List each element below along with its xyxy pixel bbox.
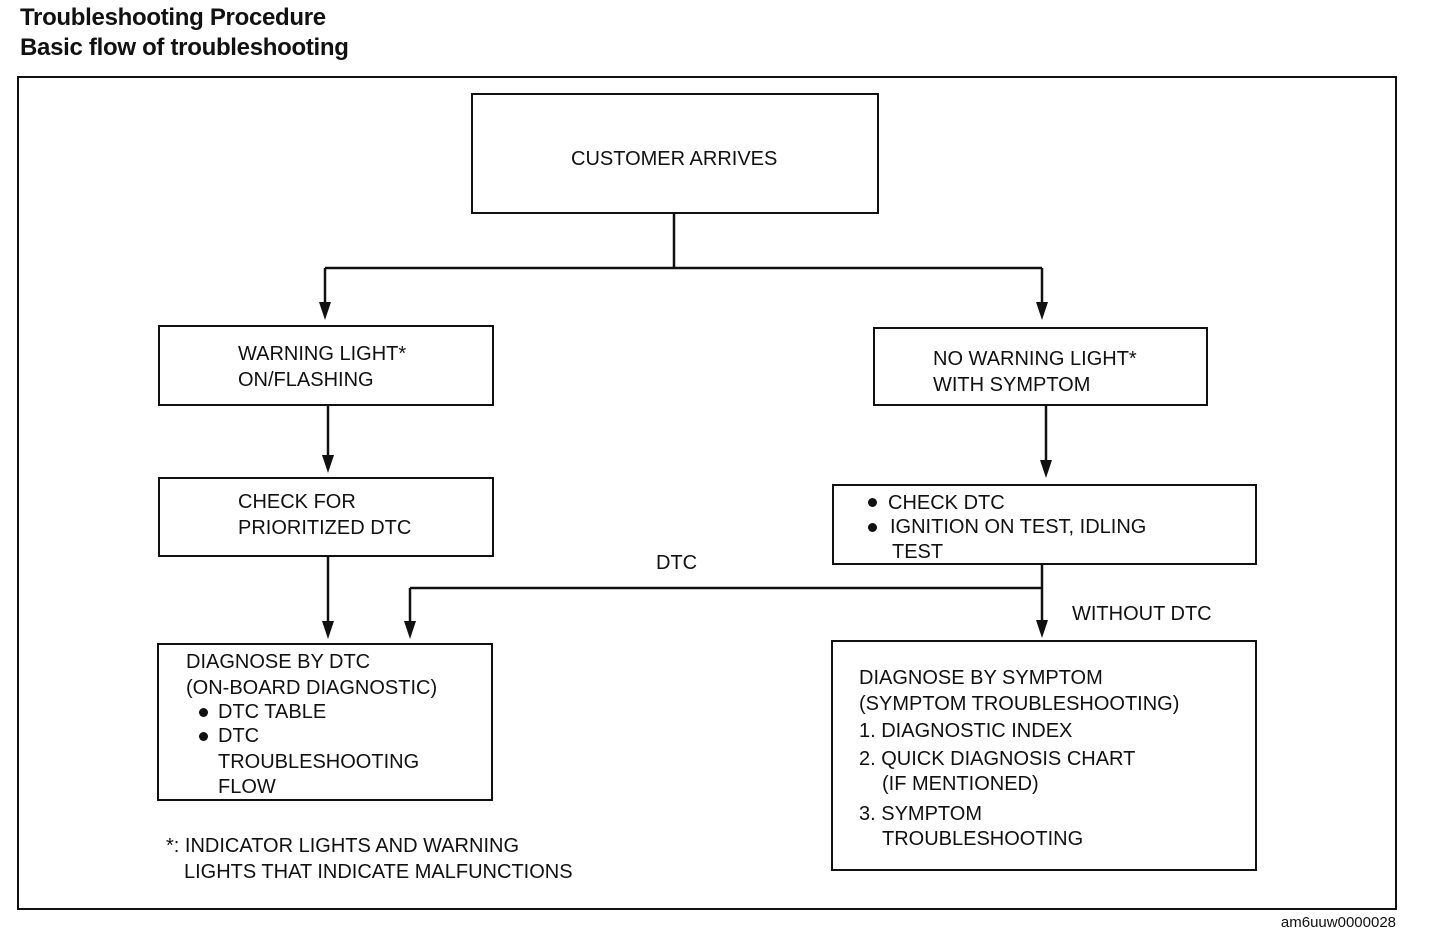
edge-label-dtc: DTC bbox=[656, 552, 698, 574]
node-diagnose-dtc-item2-line1: DTC bbox=[218, 725, 260, 747]
node-diagnose-dtc-item1: DTC TABLE bbox=[218, 701, 327, 723]
node-diagnose-symptom-line1: DIAGNOSE BY SYMPTOM bbox=[859, 667, 1103, 689]
node-diagnose-symptom-item3-line1: 3. SYMPTOM bbox=[859, 803, 982, 825]
node-warning-light-line1: WARNING LIGHT* bbox=[238, 343, 407, 365]
node-diagnose-by-symptom: DIAGNOSE BY SYMPTOM (SYMPTOM TROUBLESHOO… bbox=[831, 640, 1257, 871]
node-diagnose-by-dtc: DIAGNOSE BY DTC (ON-BOARD DIAGNOSTIC) DT… bbox=[157, 643, 493, 801]
arrowhead-diagnose-symptom bbox=[1036, 620, 1048, 638]
node-check-dtc-item1: CHECK DTC bbox=[888, 492, 1005, 514]
node-warning-light: WARNING LIGHT* ON/FLASHING bbox=[158, 325, 494, 406]
arrowhead-check-prioritized bbox=[322, 455, 334, 473]
arrowhead-check-dtc bbox=[1040, 460, 1052, 478]
node-check-prioritized-line1: CHECK FOR bbox=[238, 491, 356, 513]
node-check-prioritized-dtc: CHECK FOR PRIORITIZED DTC bbox=[158, 477, 494, 557]
bullet-icon bbox=[868, 523, 877, 532]
arrowhead-diagnose-dtc-2 bbox=[404, 621, 416, 639]
arrowhead-no-warning-light bbox=[1036, 302, 1048, 320]
node-check-dtc-item2-line1: IGNITION ON TEST, IDLING bbox=[890, 516, 1147, 538]
arrowhead-warning-light bbox=[319, 302, 331, 320]
node-customer-arrives-label: CUSTOMER ARRIVES bbox=[571, 148, 778, 170]
edge-label-without-dtc: WITHOUT DTC bbox=[1072, 603, 1212, 625]
page-subtitle: Basic flow of troubleshooting bbox=[20, 34, 349, 61]
node-warning-light-line2: ON/FLASHING bbox=[238, 369, 374, 391]
node-check-prioritized-line2: PRIORITIZED DTC bbox=[238, 517, 412, 539]
node-no-warning-light-line1: NO WARNING LIGHT* bbox=[933, 348, 1137, 370]
node-diagnose-symptom-item1: 1. DIAGNOSTIC INDEX bbox=[859, 720, 1073, 742]
bullet-icon bbox=[199, 708, 208, 717]
footnote-line1: *: INDICATOR LIGHTS AND WARNING bbox=[166, 835, 519, 857]
bullet-icon bbox=[199, 732, 208, 741]
node-no-warning-light-line2: WITH SYMPTOM bbox=[933, 374, 1091, 396]
node-diagnose-symptom-line2: (SYMPTOM TROUBLESHOOTING) bbox=[859, 693, 1180, 715]
node-diagnose-dtc-line1: DIAGNOSE BY DTC bbox=[186, 651, 371, 673]
node-customer-arrives: CUSTOMER ARRIVES bbox=[471, 93, 879, 214]
node-diagnose-symptom-item3-line2: TROUBLESHOOTING bbox=[882, 828, 1084, 850]
node-diagnose-dtc-item2-line2: TROUBLESHOOTING bbox=[218, 751, 420, 773]
bullet-icon bbox=[868, 498, 877, 507]
arrowhead-diagnose-dtc-1 bbox=[322, 621, 334, 639]
footnote-line2: LIGHTS THAT INDICATE MALFUNCTIONS bbox=[184, 861, 573, 883]
node-check-dtc-item2-line2: TEST bbox=[892, 541, 944, 563]
node-check-dtc: CHECK DTC IGNITION ON TEST, IDLING TEST bbox=[832, 484, 1257, 565]
node-diagnose-symptom-item2-line2: (IF MENTIONED) bbox=[882, 773, 1039, 795]
node-no-warning-light: NO WARNING LIGHT* WITH SYMPTOM bbox=[873, 327, 1208, 406]
node-diagnose-dtc-item2-line3: FLOW bbox=[218, 776, 276, 798]
figure-id: am6uuw0000028 bbox=[1280, 914, 1396, 931]
diagram-frame bbox=[17, 76, 1397, 910]
page-title: Troubleshooting Procedure bbox=[20, 4, 326, 31]
node-diagnose-dtc-line2: (ON-BOARD DIAGNOSTIC) bbox=[186, 677, 438, 699]
node-diagnose-symptom-item2-line1: 2. QUICK DIAGNOSIS CHART bbox=[859, 748, 1136, 770]
